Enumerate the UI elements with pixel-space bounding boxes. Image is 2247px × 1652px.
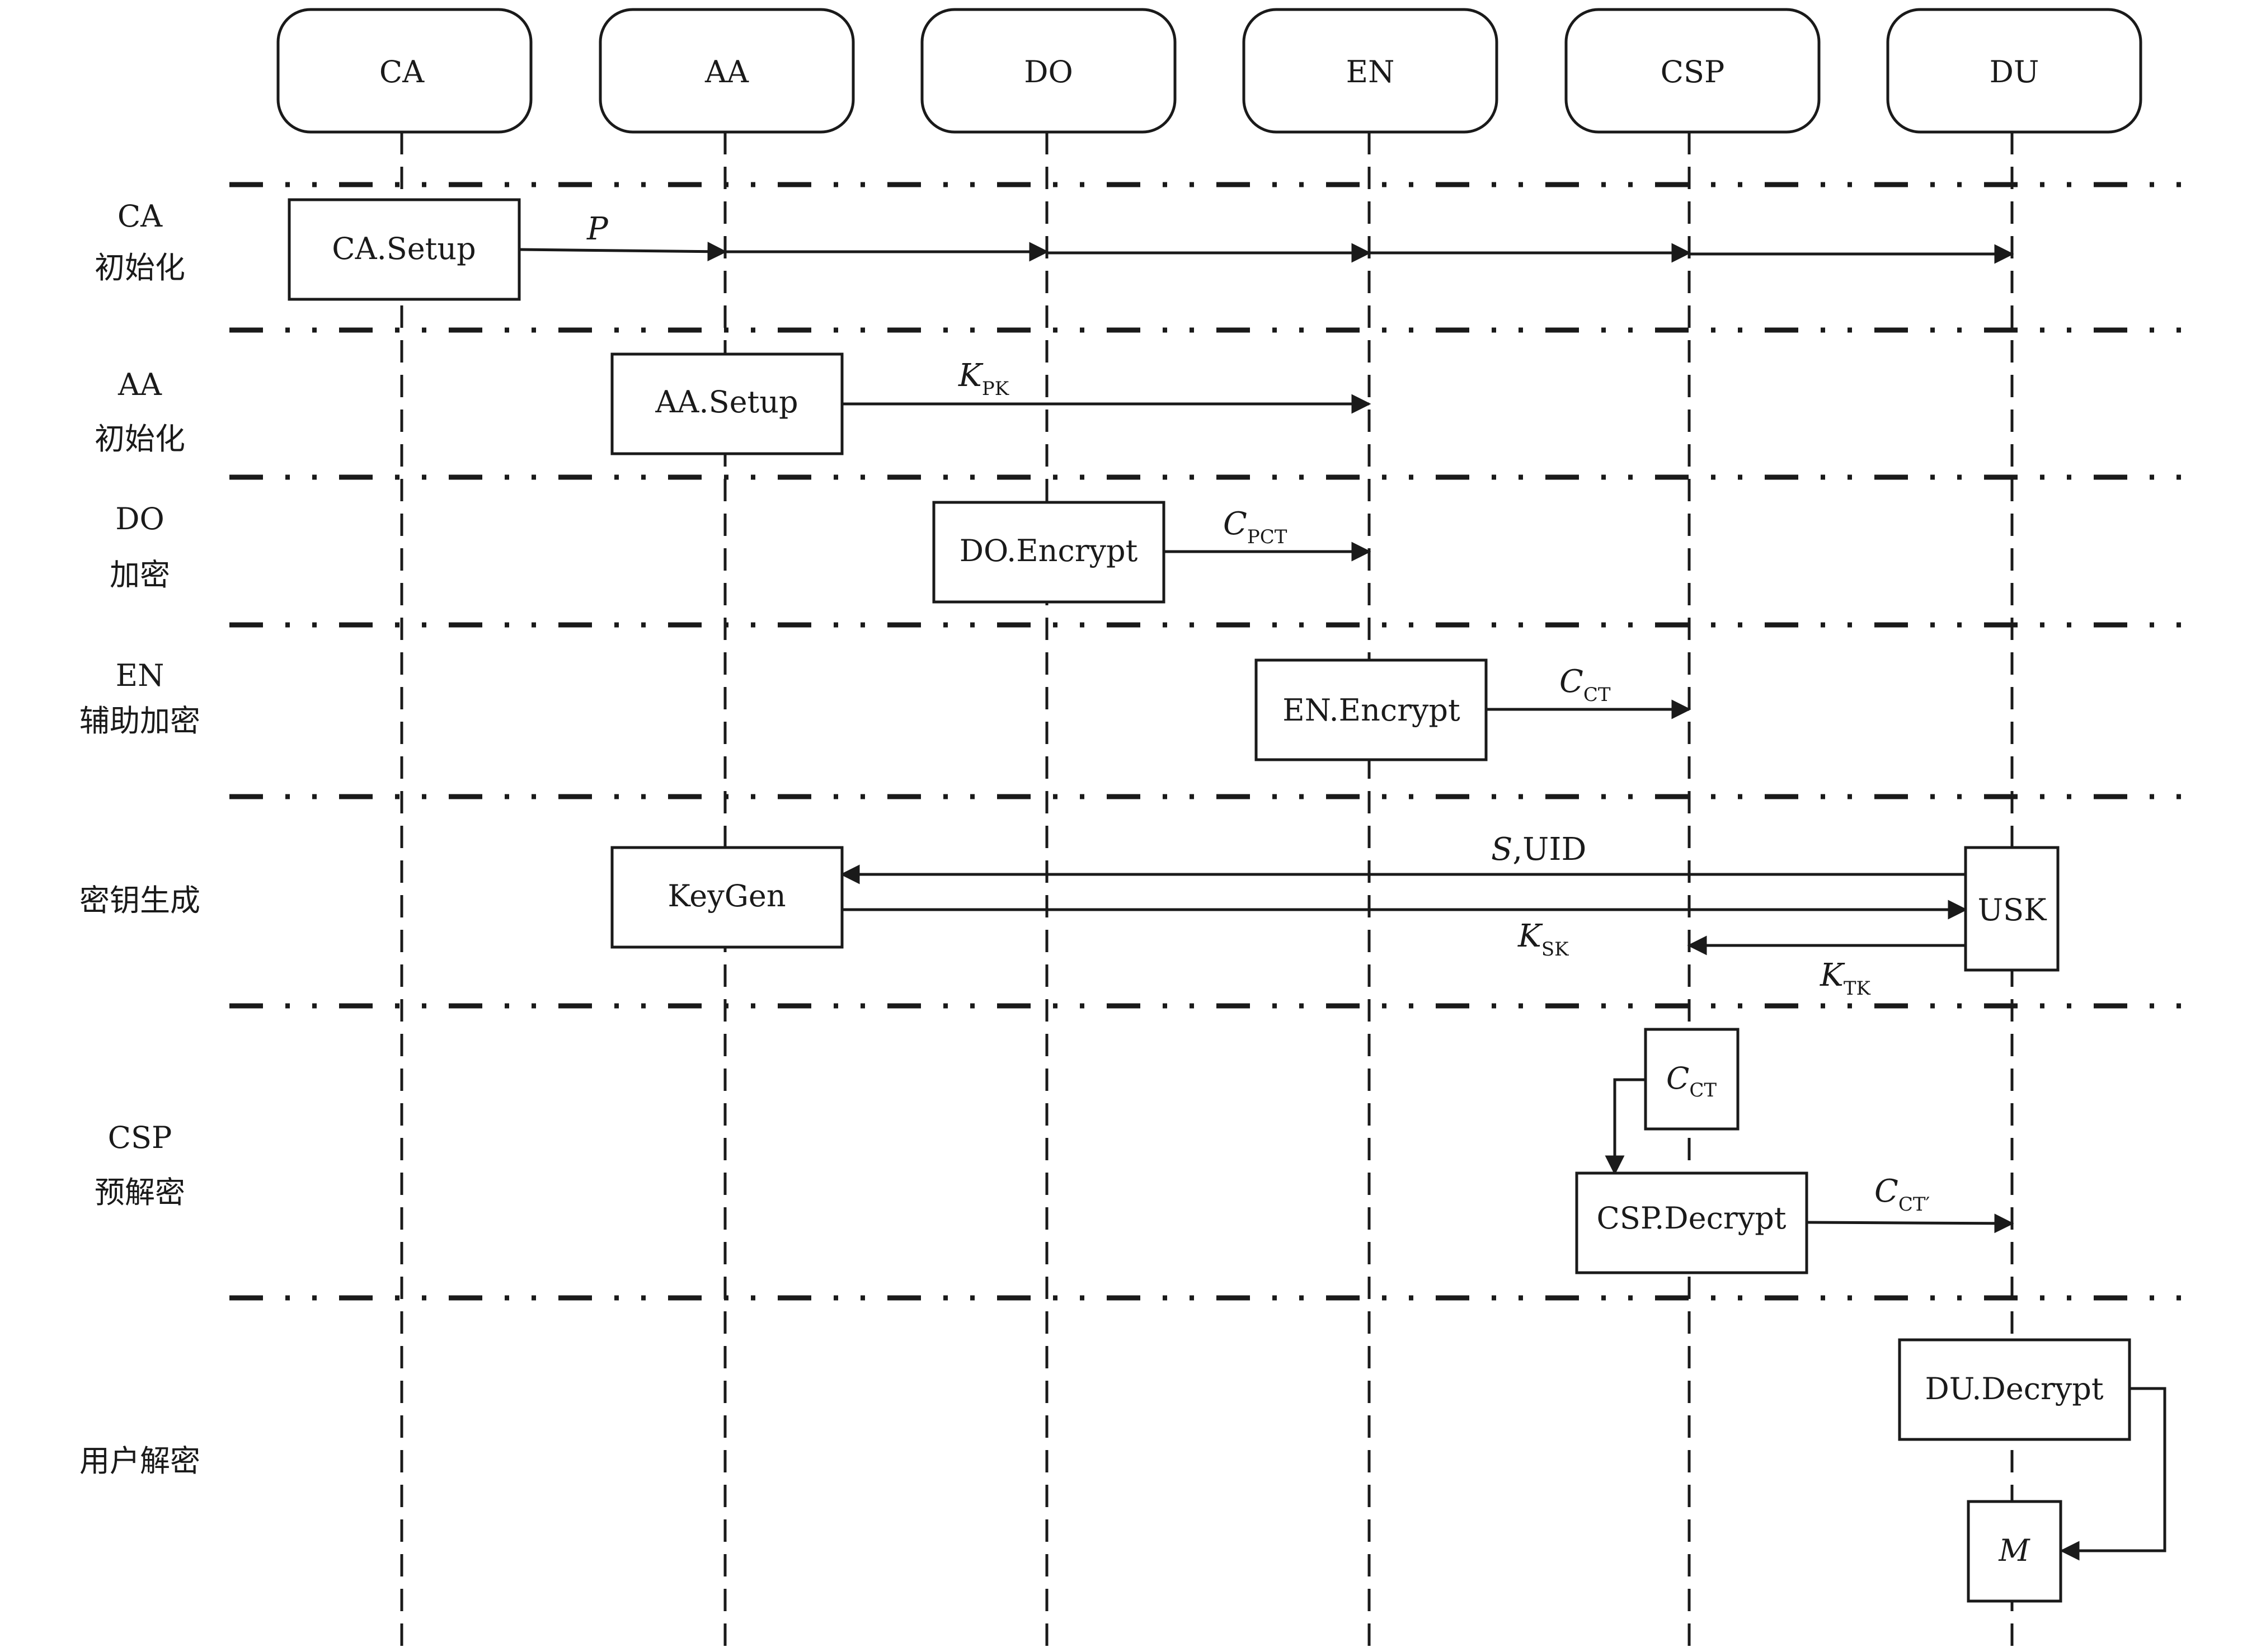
actor-labels: CA AA DO EN CSP DU bbox=[379, 54, 2039, 90]
box-en-encrypt bbox=[1254, 658, 1488, 761]
arrow-p-to-aa bbox=[519, 242, 727, 262]
actor-headers bbox=[276, 8, 2142, 134]
msg-label-cctp: CCT′ bbox=[1874, 1173, 1930, 1216]
box-ct bbox=[1644, 1028, 1740, 1131]
phase-en-assist-line2: 辅助加密 bbox=[79, 703, 200, 738]
msg-label-cct-main: C bbox=[1559, 663, 1583, 700]
phase-csp-predecrypt-line1: CSP bbox=[108, 1120, 172, 1155]
box-csp-decrypt bbox=[1575, 1171, 1808, 1274]
box-label-usk: USK bbox=[1978, 892, 2048, 928]
msg-label-p: P bbox=[586, 211, 609, 247]
phase-separators bbox=[229, 182, 2193, 1301]
msg-label-cct: CCT bbox=[1559, 663, 1611, 706]
msg-label-cctp-main: C bbox=[1874, 1173, 1898, 1209]
actor-box-aa bbox=[599, 8, 855, 134]
actor-label-aa: AA bbox=[704, 54, 749, 90]
phase-keygen-line2: 密钥生成 bbox=[79, 883, 200, 918]
msg-label-s-uid: S,UID bbox=[1491, 831, 1586, 868]
actor-box-en bbox=[1242, 8, 1498, 134]
box-label-en-encrypt: EN.Encrypt bbox=[1282, 693, 1460, 728]
msg-label-ktk-main: K bbox=[1820, 957, 1845, 994]
actor-label-csp: CSP bbox=[1661, 54, 1725, 90]
msg-label-cpct-sub: PCT bbox=[1247, 526, 1287, 548]
box-label-ca-setup: CA.Setup bbox=[332, 231, 476, 266]
box-label-csp-decrypt: CSP.Decrypt bbox=[1597, 1201, 1787, 1236]
msg-label-ksk-main: K bbox=[1517, 918, 1543, 954]
box-m bbox=[1967, 1500, 2062, 1603]
msg-label-cpct: CPCT bbox=[1223, 506, 1287, 548]
box-label-du-decrypt: DU.Decrypt bbox=[1925, 1371, 2103, 1406]
box-label-keygen: KeyGen bbox=[667, 878, 786, 914]
actor-label-ca: CA bbox=[379, 54, 425, 90]
actor-label-do: DO bbox=[1024, 54, 1073, 90]
msg-label-ksk: KSK bbox=[1517, 918, 1569, 961]
message-labels: P KPK CPCT CCT S,UID KSK KTK CCT′ bbox=[586, 211, 1930, 1216]
phase-do-encrypt-line2: 加密 bbox=[110, 557, 170, 592]
actor-label-en: EN bbox=[1346, 54, 1395, 90]
phase-en-assist-line1: EN bbox=[116, 658, 164, 693]
box-keygen bbox=[610, 846, 844, 949]
arrow-cctp bbox=[1806, 1213, 2014, 1234]
box-aa-setup bbox=[610, 352, 844, 455]
box-label-ct: CCT bbox=[1666, 1061, 1717, 1102]
box-label-do-encrypt: DO.Encrypt bbox=[960, 533, 1138, 568]
phase-user-decrypt-line2: 用户解密 bbox=[79, 1443, 200, 1479]
phase-ca-init-line1: CA bbox=[117, 199, 163, 234]
msg-label-kpk-sub: PK bbox=[982, 378, 1009, 400]
msg-label-ktk-sub: TK bbox=[1844, 977, 1871, 1000]
process-box-labels: CA.Setup AA.Setup DO.Encrypt EN.Encrypt … bbox=[332, 231, 2104, 1568]
phase-labels: CA 初始化 AA 初始化 DO 加密 EN 辅助加密 密钥生成 CSP 预解密… bbox=[79, 199, 200, 1479]
phase-do-encrypt-line1: DO bbox=[115, 501, 164, 536]
box-do-encrypt bbox=[932, 501, 1165, 604]
box-label-aa-setup: AA.Setup bbox=[655, 384, 798, 420]
actor-box-ca bbox=[276, 8, 533, 134]
box-usk bbox=[1964, 846, 2060, 972]
phase-aa-init-line1: AA bbox=[117, 367, 162, 402]
msg-label-cctp-sub: CT′ bbox=[1898, 1193, 1930, 1216]
arrow-du-decrypt-to-m bbox=[2060, 1387, 2166, 1561]
box-label-ct-main: C bbox=[1666, 1061, 1689, 1096]
msg-label-cpct-main: C bbox=[1223, 506, 1247, 542]
box-label-ct-sub: CT bbox=[1689, 1079, 1717, 1102]
phase-csp-predecrypt-line2: 预解密 bbox=[95, 1175, 185, 1210]
msg-label-s: S bbox=[1491, 831, 1512, 868]
msg-label-kpk: KPK bbox=[958, 357, 1009, 400]
msg-label-uid: ,UID bbox=[1512, 831, 1586, 868]
box-ca-setup bbox=[288, 198, 521, 301]
msg-label-kpk-main: K bbox=[958, 357, 984, 394]
actor-box-do bbox=[920, 8, 1177, 134]
msg-label-ktk: KTK bbox=[1820, 957, 1871, 1000]
message-arrows bbox=[519, 242, 2166, 1561]
process-boxes bbox=[288, 198, 2131, 1603]
phase-aa-init-line2: 初始化 bbox=[95, 421, 185, 456]
box-label-m: M bbox=[1998, 1533, 2030, 1568]
box-du-decrypt bbox=[1898, 1338, 2131, 1441]
msg-label-cct-sub: CT bbox=[1583, 684, 1611, 706]
arrow-ct-to-csp-decrypt bbox=[1605, 1078, 1646, 1175]
msg-label-ksk-sub: SK bbox=[1541, 938, 1569, 961]
actor-box-csp bbox=[1564, 8, 1821, 134]
phase-ca-init-line2: 初始化 bbox=[95, 250, 185, 285]
actor-label-du: DU bbox=[1990, 54, 2039, 90]
actor-box-du bbox=[1886, 8, 2142, 134]
